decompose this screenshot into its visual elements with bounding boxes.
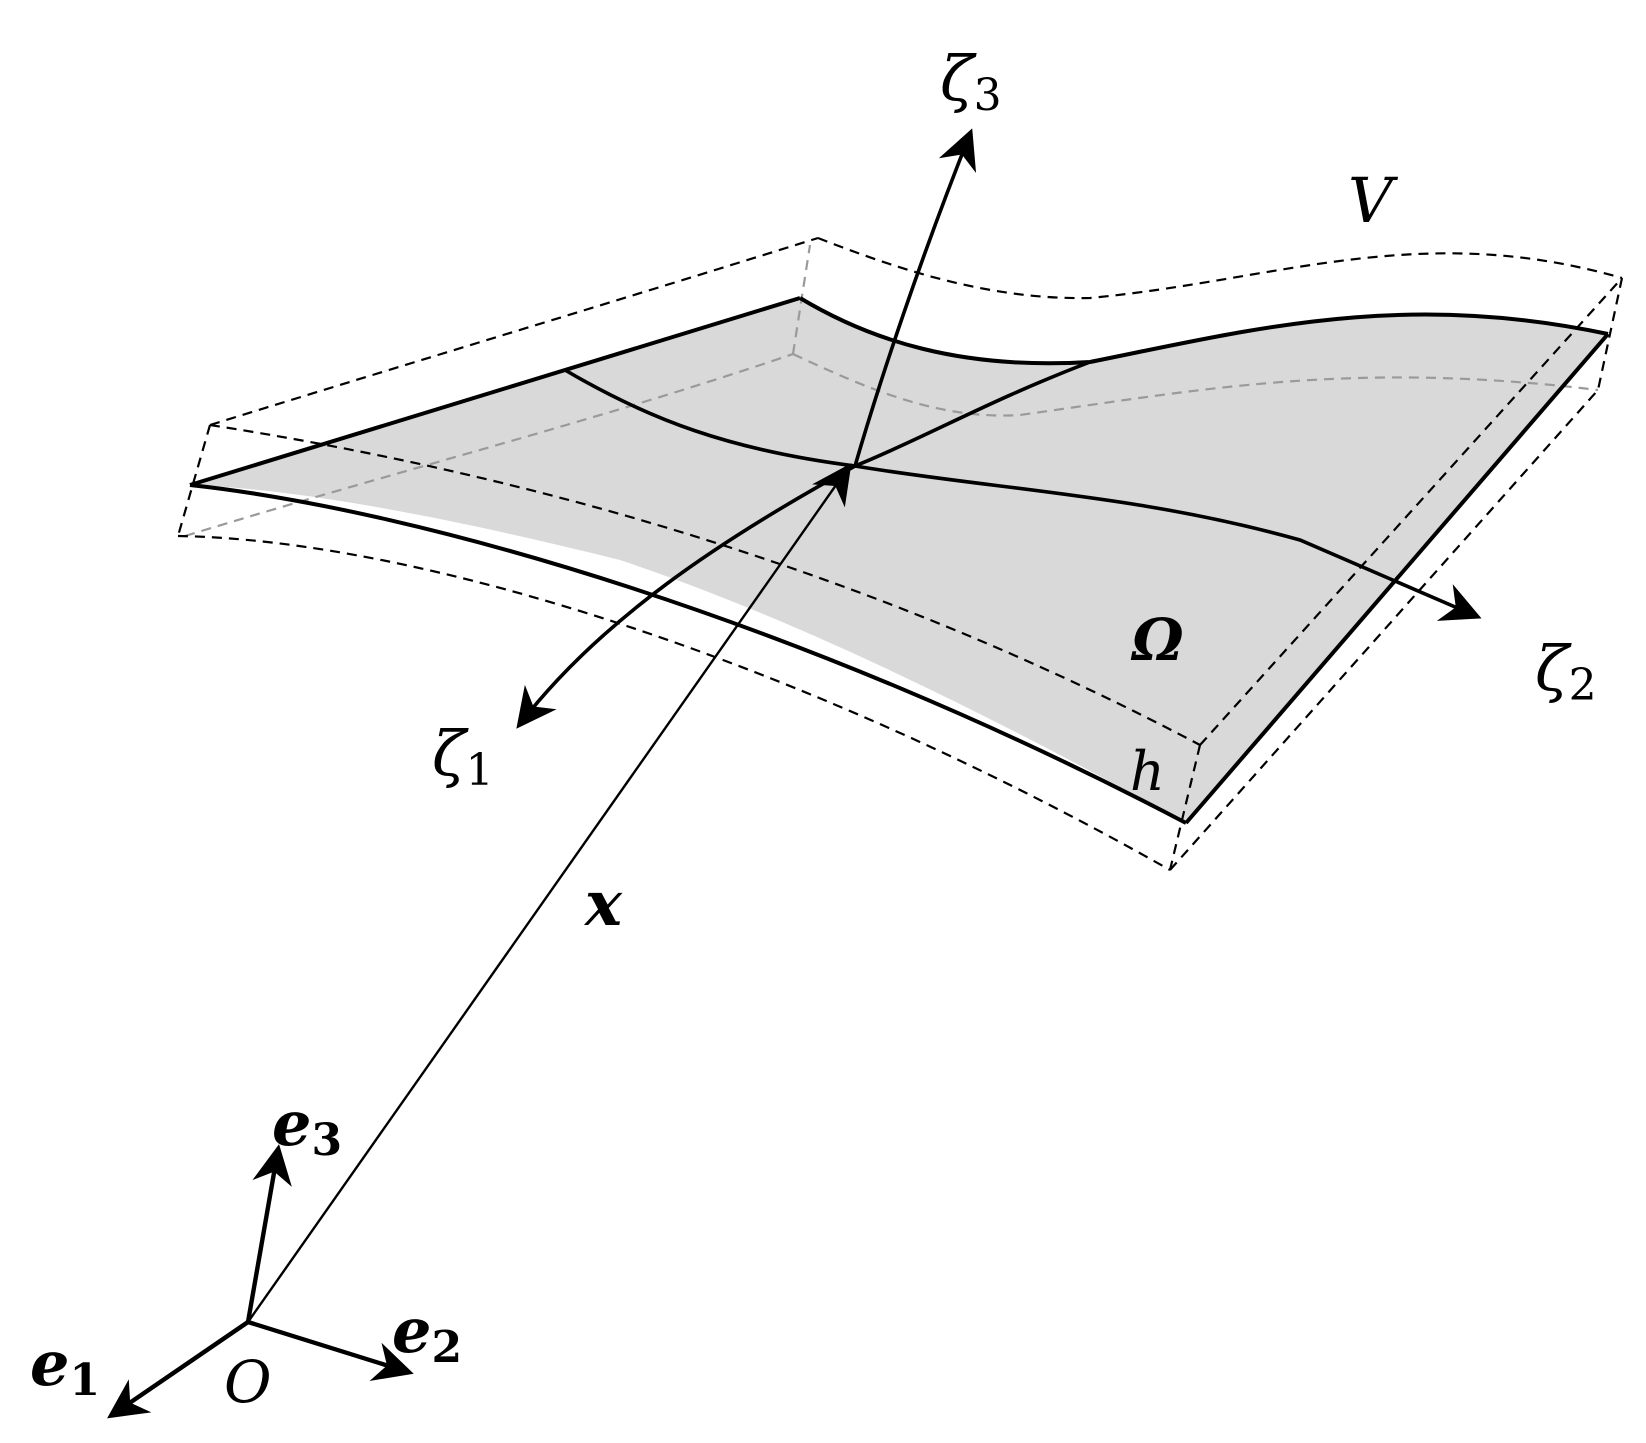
label-h: h xyxy=(1130,740,1165,803)
zeta2-curve xyxy=(564,368,1482,621)
label-x: x xyxy=(583,867,623,940)
mid-surface-omega xyxy=(190,298,1608,823)
label-e2: e2 xyxy=(392,1294,462,1373)
e3-arrow xyxy=(245,1144,292,1323)
mid-surface-boundary xyxy=(189,296,1610,825)
e2-arrow xyxy=(247,1319,414,1381)
label-zeta3: ζ3 xyxy=(940,42,1002,121)
global-basis xyxy=(107,1144,414,1419)
volume-v-edges xyxy=(176,236,1624,871)
e1-arrow xyxy=(107,1320,250,1419)
label-V: V xyxy=(1348,164,1399,237)
label-origin: O xyxy=(224,1348,272,1416)
label-e3: e3 xyxy=(272,1087,342,1166)
label-zeta2: ζ2 xyxy=(1535,632,1597,711)
zeta3-axis xyxy=(853,128,977,467)
position-vector-x xyxy=(247,463,852,1323)
label-zeta1: ζ1 xyxy=(432,717,494,796)
label-omega: Ω xyxy=(1130,606,1184,674)
label-e1: e1 xyxy=(30,1327,100,1406)
